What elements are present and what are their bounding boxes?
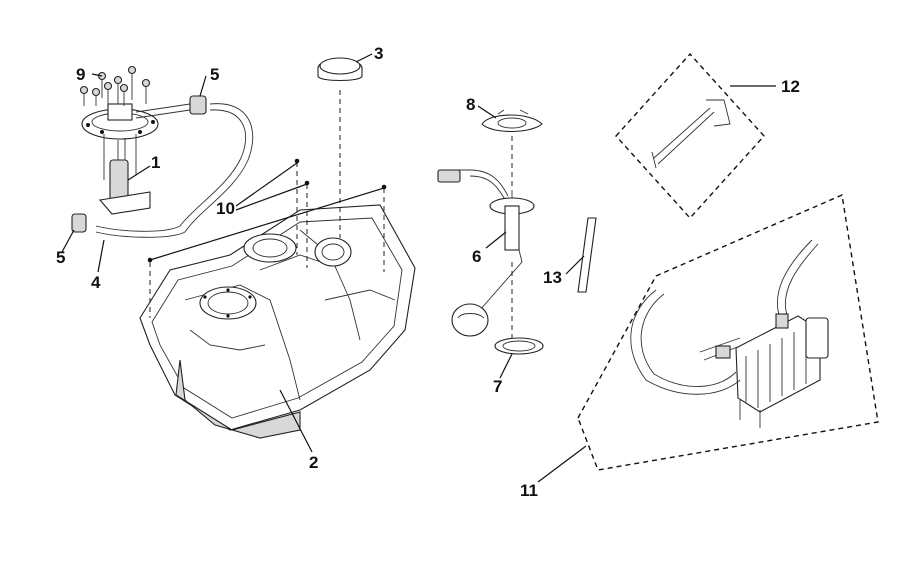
callout-10: 10: [216, 199, 235, 218]
fuel-cap: [317, 57, 363, 82]
fuel-pump-assembly: [81, 103, 159, 215]
breather-tube: [577, 217, 597, 293]
fuel-tank: [139, 204, 416, 439]
canister-assembly-11: [577, 193, 879, 471]
callout-3: 3: [374, 44, 383, 63]
fuel-hose: [95, 103, 254, 238]
callout-13: 13: [543, 268, 562, 287]
hose-clamps: [71, 95, 207, 233]
callout-6: 6: [472, 247, 481, 266]
callout-4: 4: [91, 273, 101, 292]
fuel-level-sender: [437, 169, 535, 337]
locking-ring: [481, 109, 543, 132]
mounting-screws: [79, 65, 151, 106]
sender-gasket: [494, 337, 544, 355]
callout-8: 8: [466, 95, 475, 114]
callout-7: 7: [493, 377, 502, 396]
callout-11: 11: [520, 481, 538, 500]
callout-5-hose-end: 5: [56, 248, 65, 267]
callout-5-pump-side: 5: [210, 65, 219, 84]
leader-lines: [61, 53, 776, 483]
callout-12: 12: [781, 77, 800, 96]
callout-1: 1: [151, 153, 160, 172]
callout-labels: 1 2 3 4 5 5 6 7 8 9 10 11 12 13: [56, 44, 800, 500]
hose-kit-12: [615, 52, 765, 220]
callout-2: 2: [309, 453, 318, 472]
callout-9: 9: [76, 65, 85, 84]
